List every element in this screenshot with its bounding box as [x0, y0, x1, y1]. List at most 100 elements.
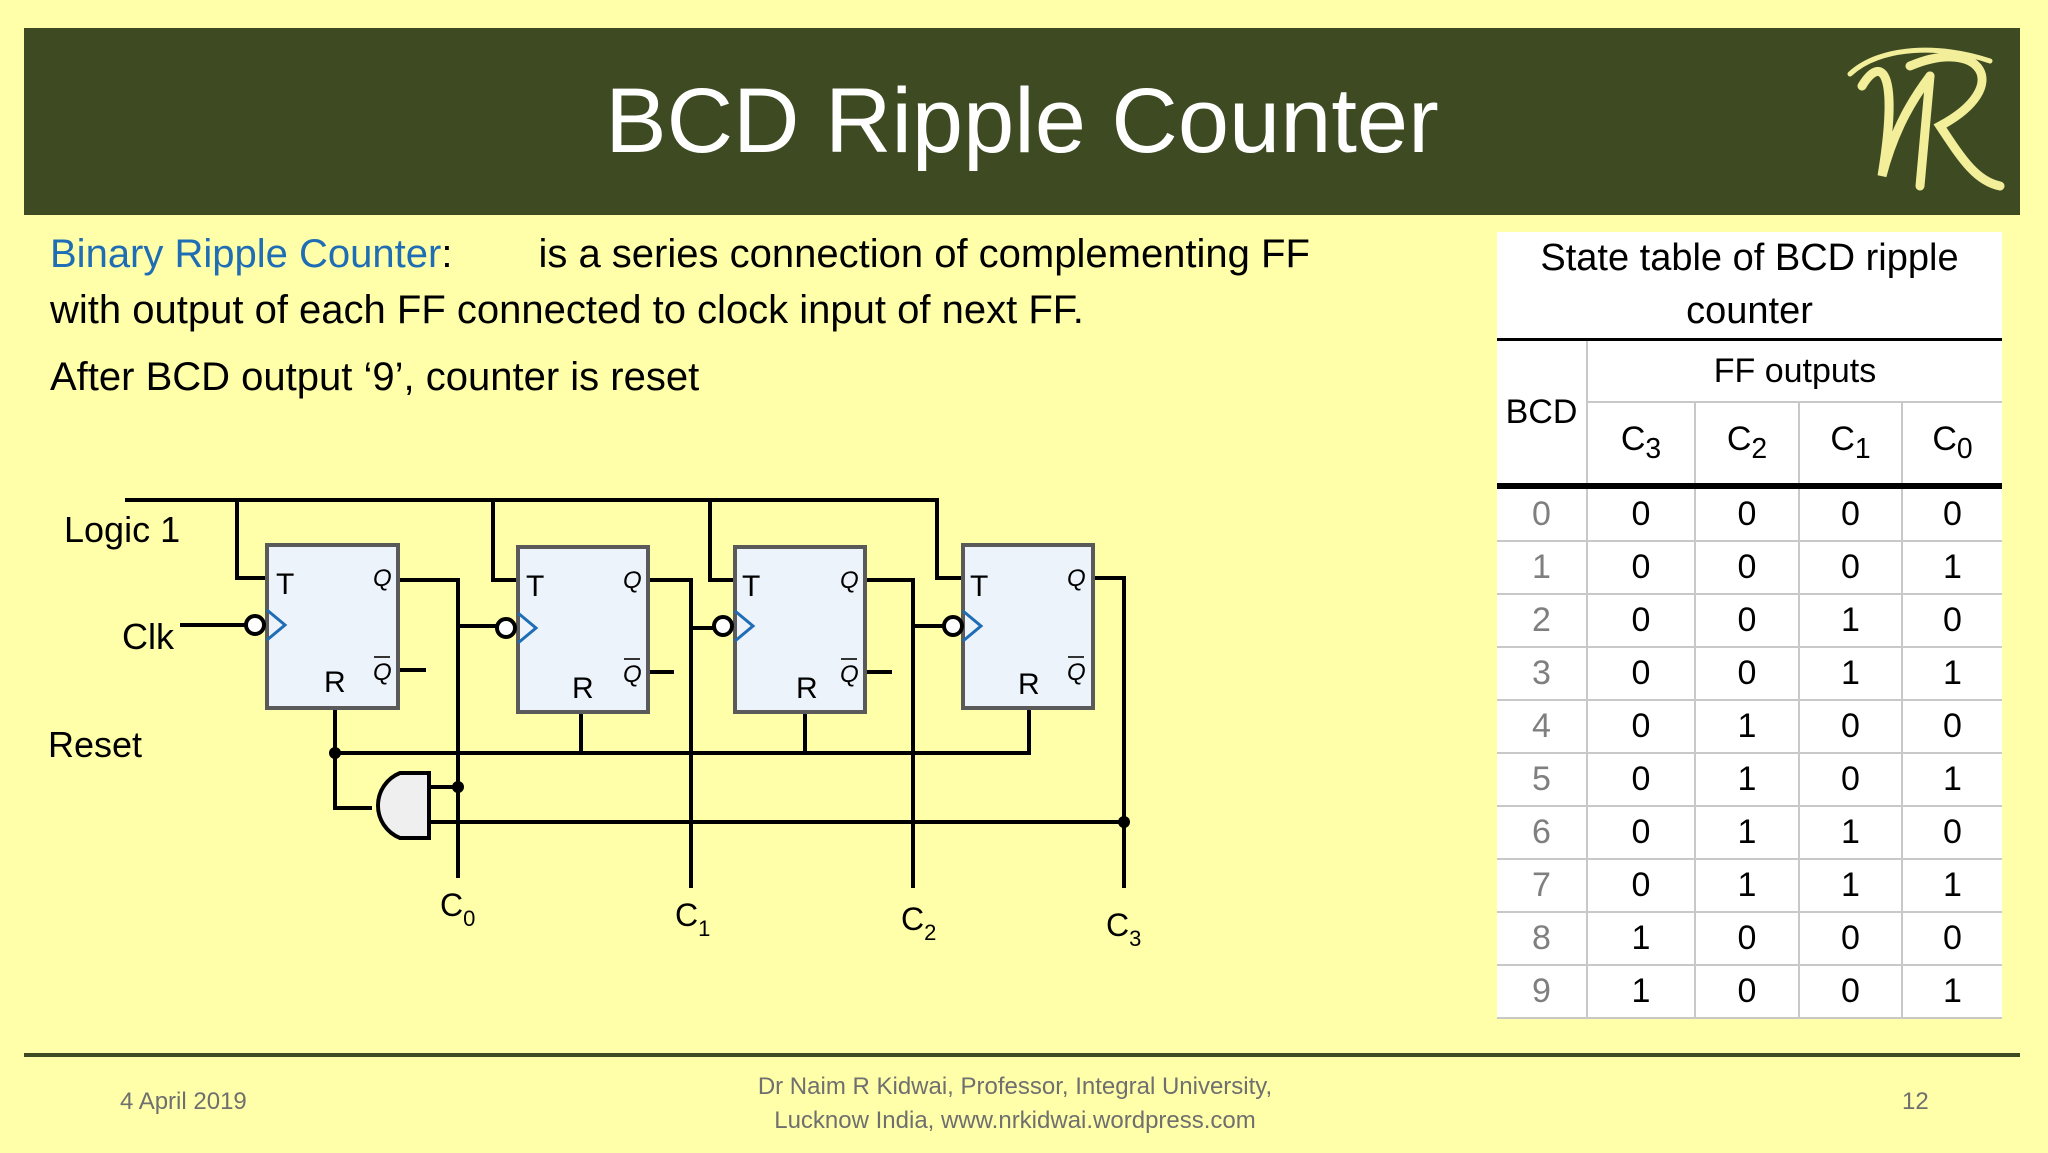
footer-date: 4 April 2019: [120, 1088, 247, 1115]
reset-to-gate: [333, 753, 372, 810]
reset-bus: [333, 708, 1031, 755]
ff0-q-label: Q: [373, 565, 392, 592]
bcd-cell: 6: [1497, 806, 1587, 860]
clk-label: Clk: [122, 616, 175, 657]
ff1-t-label: T: [526, 570, 544, 603]
logic-1-tap-ff0: [235, 500, 267, 580]
c3-cell: 0: [1586, 700, 1695, 754]
q-wire-ff3: [1093, 576, 1126, 888]
clock-edge-ff0: [266, 608, 288, 642]
c2-cell: 1: [1694, 700, 1799, 754]
q-wire-ff1: [648, 578, 693, 888]
column-header-c3: C3: [1586, 402, 1695, 489]
logo-swash: [1847, 47, 1993, 77]
q-wire-ff2: [865, 578, 915, 888]
c3-cell: 0: [1586, 541, 1695, 595]
logic-1-tap-ff1: [491, 500, 518, 582]
ff3-qbar-label: Q: [1067, 659, 1086, 686]
footer-page-number: 12: [1902, 1088, 1929, 1115]
logo-r-bowl: [1905, 52, 2005, 191]
c0-cell: 0: [1901, 806, 2002, 860]
footer-author-line-1: Dr Naim R Kidwai, Professor, Integral Un…: [757, 1073, 1273, 1100]
clock-bubble-ff1: [495, 617, 517, 639]
c0-cell: 0: [1901, 700, 2002, 754]
bcd-ripple-counter-circuit: T T T T R R R R Q Q Q Q Q Q Q Q Logic 1 …: [48, 498, 1141, 951]
c2-cell: 1: [1694, 806, 1799, 860]
ff3-t-label: T: [970, 570, 988, 603]
c1-cell: 0: [1798, 965, 1902, 1019]
clock-bubble-ff2: [712, 615, 734, 637]
ff-outputs-header: FF outputs: [1586, 339, 2002, 403]
ff3-q-label: Q: [1067, 565, 1086, 592]
clock-bubble-ff3: [942, 615, 964, 637]
term-binary-ripple-counter: Binary Ripple Counter: [50, 232, 442, 276]
c0-cell: 1: [1901, 965, 2002, 1019]
flip-flop-2: [733, 545, 867, 714]
c3-cell: 0: [1586, 594, 1695, 648]
bcd-cell: 8: [1497, 912, 1587, 966]
bcd-cell: 4: [1497, 700, 1587, 754]
logo-n-stroke: [1857, 67, 1935, 178]
logic-1-bus: [125, 498, 963, 580]
flip-flop-0: [265, 543, 400, 710]
logo-r-stem: [1915, 71, 1935, 191]
c1-cell: 0: [1798, 912, 1902, 966]
c2-cell: 0: [1694, 647, 1799, 701]
c0-cell: 1: [1901, 647, 2002, 701]
logic-1-label: Logic 1: [64, 509, 180, 550]
bcd-cell: 7: [1497, 859, 1587, 913]
ff2-r-label: R: [796, 672, 818, 705]
c2-cell: 1: [1694, 753, 1799, 807]
bcd-cell: 5: [1497, 753, 1587, 807]
c3-cell: 0: [1586, 859, 1695, 913]
c3-cell: 1: [1586, 965, 1695, 1019]
footer-author: Dr Naim R Kidwai, Professor, Integral Un…: [640, 1070, 1390, 1138]
intro-line-1-rest: is a series connection of complementing …: [538, 232, 1310, 276]
c3-cell: 1: [1586, 912, 1695, 966]
bcd-cell: 9: [1497, 965, 1587, 1019]
c3-cell: 0: [1586, 753, 1695, 807]
footer-author-line-2: Lucknow India, www.nrkidwai.wordpress.co…: [774, 1107, 1256, 1134]
bcd-cell: 0: [1497, 486, 1587, 542]
ff0-r-label: R: [324, 666, 346, 699]
ff2-t-label: T: [742, 570, 760, 603]
c0-cell: 1: [1901, 859, 2002, 913]
c1-cell: 1: [1798, 806, 1902, 860]
column-header-c1: C1: [1798, 402, 1902, 489]
c1-cell: 1: [1798, 594, 1902, 648]
junction-c3: [1118, 816, 1130, 828]
state-table-caption: State table of BCD ripple counter: [1497, 232, 2002, 341]
output-label-c1: C1: [675, 897, 710, 941]
c1-cell: 0: [1798, 700, 1902, 754]
output-label-c0: C0: [440, 887, 475, 931]
c0-cell: 1: [1901, 753, 2002, 807]
term-colon: :: [441, 232, 453, 276]
output-label-c2: C2: [901, 901, 936, 945]
intro-line-3: After BCD output ‘9’, counter is reset: [50, 355, 700, 399]
c2-cell: 1: [1694, 859, 1799, 913]
c0-cell: 1: [1901, 541, 2002, 595]
c2-cell: 0: [1694, 594, 1799, 648]
flip-flop-3: [961, 543, 1095, 710]
title-bar: BCD Ripple Counter: [24, 28, 2020, 215]
ff3-r-label: R: [1018, 668, 1040, 701]
ff2-qbar-label: Q: [840, 661, 859, 688]
and-gate: [376, 771, 431, 840]
intro-line-2: with output of each FF connected to cloc…: [50, 288, 1084, 332]
c0-cell: 0: [1901, 594, 2002, 648]
junction-reset: [329, 747, 341, 759]
c3-cell: 0: [1586, 647, 1695, 701]
bcd-header: BCD: [1497, 339, 1587, 489]
c1-cell: 0: [1798, 753, 1902, 807]
output-label-c3: C3: [1106, 907, 1141, 951]
reset-label: Reset: [48, 724, 142, 765]
nr-logo: [1847, 47, 2005, 191]
footer-divider: [24, 1053, 2020, 1057]
ff1-r-label: R: [572, 672, 594, 705]
